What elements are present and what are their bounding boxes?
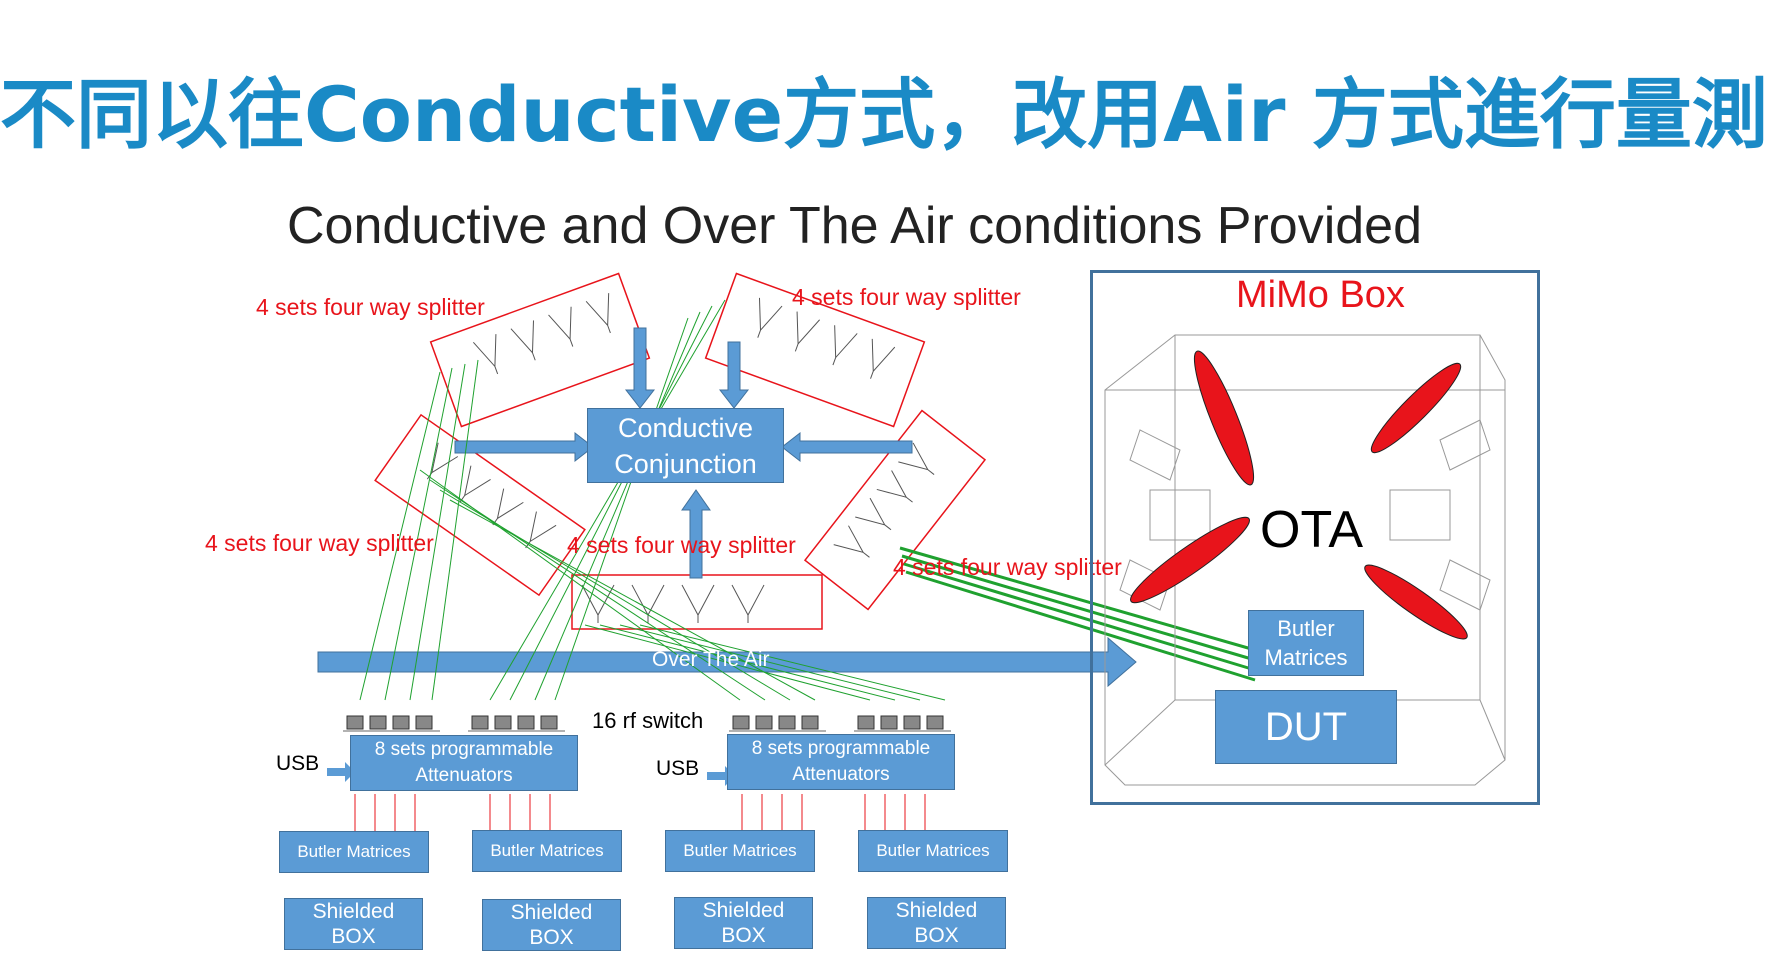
usb-label-left: USB	[276, 752, 320, 775]
conductive-arrows	[454, 327, 913, 579]
shielded-box-2: Shielded BOX	[482, 899, 621, 951]
splitter-label-mid-left: 4 sets four way splitter	[205, 530, 434, 556]
mimo-box-frame	[1090, 270, 1540, 805]
usb-label-right: USB	[656, 757, 700, 780]
shielded-box-line1: Shielded	[510, 901, 593, 924]
rf-switch-label: 16 rf switch	[592, 708, 704, 733]
shielded-box-1: Shielded BOX	[284, 898, 423, 950]
shielded-box-line1: Shielded	[895, 899, 978, 922]
dut-box: DUT	[1215, 690, 1397, 764]
splitter-box-mid-right	[803, 409, 987, 611]
conductive-conjunction-box: Conductive Conjunction	[587, 408, 784, 483]
attenuators-line1: 8 sets programmable	[751, 738, 931, 759]
attenuator-links	[354, 794, 926, 838]
wiring-lines	[359, 299, 946, 701]
splitter-label-bottom: 4 sets four way splitter	[567, 532, 796, 558]
butler-matrices-box-3: Butler Matrices	[665, 830, 815, 872]
splitter-label-mid-right: 4 sets four way splitter	[893, 554, 1122, 580]
splitter-label-top-left: 4 sets four way splitter	[256, 294, 485, 320]
mimo-butler-matrices-box: Butler Matrices	[1248, 610, 1364, 676]
attenuators-line1: 8 sets programmable	[374, 739, 554, 760]
shielded-box-3: Shielded BOX	[674, 897, 813, 949]
slide-subtitle: Conductive and Over The Air conditions P…	[287, 197, 1423, 255]
splitter-label-top-right: 4 sets four way splitter	[792, 284, 1021, 310]
slide-title: 不同以往Conductive方式，改用Air 方式進行量測	[0, 70, 1765, 159]
splitter-box-top-left	[429, 272, 651, 428]
splitter-box-bottom	[571, 574, 823, 630]
attenuators-box-right: 8 sets programmable Attenuators	[727, 734, 955, 790]
mimo-box-title: MiMo Box	[1236, 274, 1405, 316]
conductive-box-line1: Conductive	[617, 412, 754, 443]
shielded-box-line2: BOX	[914, 924, 959, 947]
splitter-box-top-right	[704, 272, 926, 428]
shielded-box-line2: BOX	[721, 924, 766, 947]
conductive-box-line2: Conjunction	[614, 448, 757, 479]
butler-matrices-box-4: Butler Matrices	[858, 830, 1008, 872]
shielded-box-line2: BOX	[529, 926, 574, 949]
mimo-butler-line1: Butler	[1277, 616, 1335, 641]
shielded-box-line1: Shielded	[312, 900, 395, 923]
rf-switch-blocks	[346, 715, 944, 730]
shielded-box-4: Shielded BOX	[867, 897, 1006, 949]
shielded-box-line1: Shielded	[702, 899, 785, 922]
attenuators-line2: Attenuators	[792, 764, 890, 785]
mimo-butler-line2: Matrices	[1264, 645, 1348, 670]
ota-label: OTA	[1260, 501, 1364, 559]
attenuators-box-left: 8 sets programmable Attenuators	[350, 735, 578, 791]
ota-antennas	[1130, 350, 1468, 640]
butler-matrices-box-2: Butler Matrices	[472, 830, 622, 872]
attenuators-line2: Attenuators	[415, 765, 513, 786]
shielded-box-line2: BOX	[331, 925, 376, 948]
over-the-air-label: Over The Air	[652, 648, 770, 671]
butler-matrices-box-1: Butler Matrices	[279, 831, 429, 873]
ota-feed-lines	[899, 546, 1256, 682]
